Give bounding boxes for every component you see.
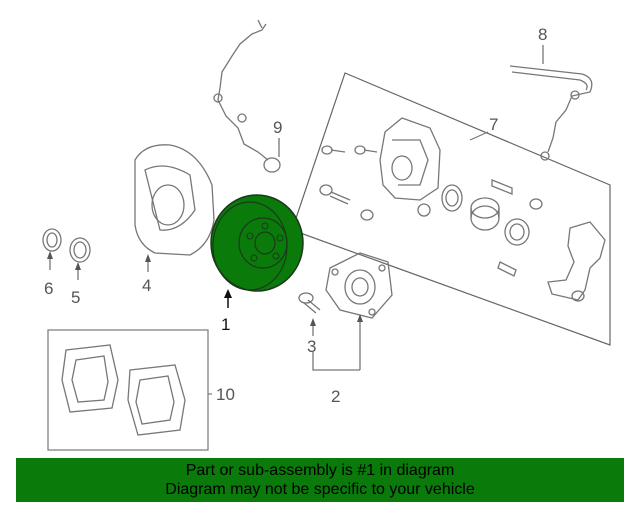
caliper-bracket-part[interactable] <box>547 221 606 302</box>
hub-flange-part[interactable] <box>325 252 393 370</box>
part-info-banner: Part or sub-assembly is #1 in diagram Di… <box>16 458 624 502</box>
callout-9: 9 <box>273 118 282 137</box>
brake-pad-part[interactable] <box>61 344 186 436</box>
caliper-kit-panel <box>291 72 611 346</box>
callout-8: 8 <box>538 25 547 44</box>
bearing-part[interactable] <box>69 237 91 280</box>
hub-bolt-part[interactable] <box>298 292 321 336</box>
callout-6: 6 <box>44 279 53 298</box>
brake-pad-box <box>47 329 209 451</box>
callout-7-leader <box>469 131 489 141</box>
callout-2-bracket <box>312 352 360 371</box>
brake-rotor-part[interactable] <box>210 194 304 308</box>
callout-7: 7 <box>489 115 498 134</box>
splash-shield-part[interactable] <box>134 144 215 272</box>
brake-hose-part[interactable] <box>509 45 593 161</box>
callout-5: 5 <box>71 288 80 307</box>
callout-1: 1 <box>221 315 230 334</box>
guide-pin-part[interactable] <box>491 179 543 277</box>
callout-3: 3 <box>307 337 316 356</box>
bolt-pin-part[interactable] <box>319 145 431 221</box>
seal-ring-part[interactable] <box>42 228 62 270</box>
piston-part[interactable] <box>441 184 530 246</box>
callout-10: 10 <box>216 385 235 404</box>
banner-line-1: Part or sub-assembly is #1 in diagram <box>185 462 455 479</box>
caliper-part[interactable] <box>379 117 441 201</box>
banner-line-2: Diagram may not be specific to your vehi… <box>165 481 475 498</box>
abs-sensor-part[interactable] <box>213 19 281 173</box>
callout-2: 2 <box>331 387 340 406</box>
callout-4: 4 <box>142 276 151 295</box>
